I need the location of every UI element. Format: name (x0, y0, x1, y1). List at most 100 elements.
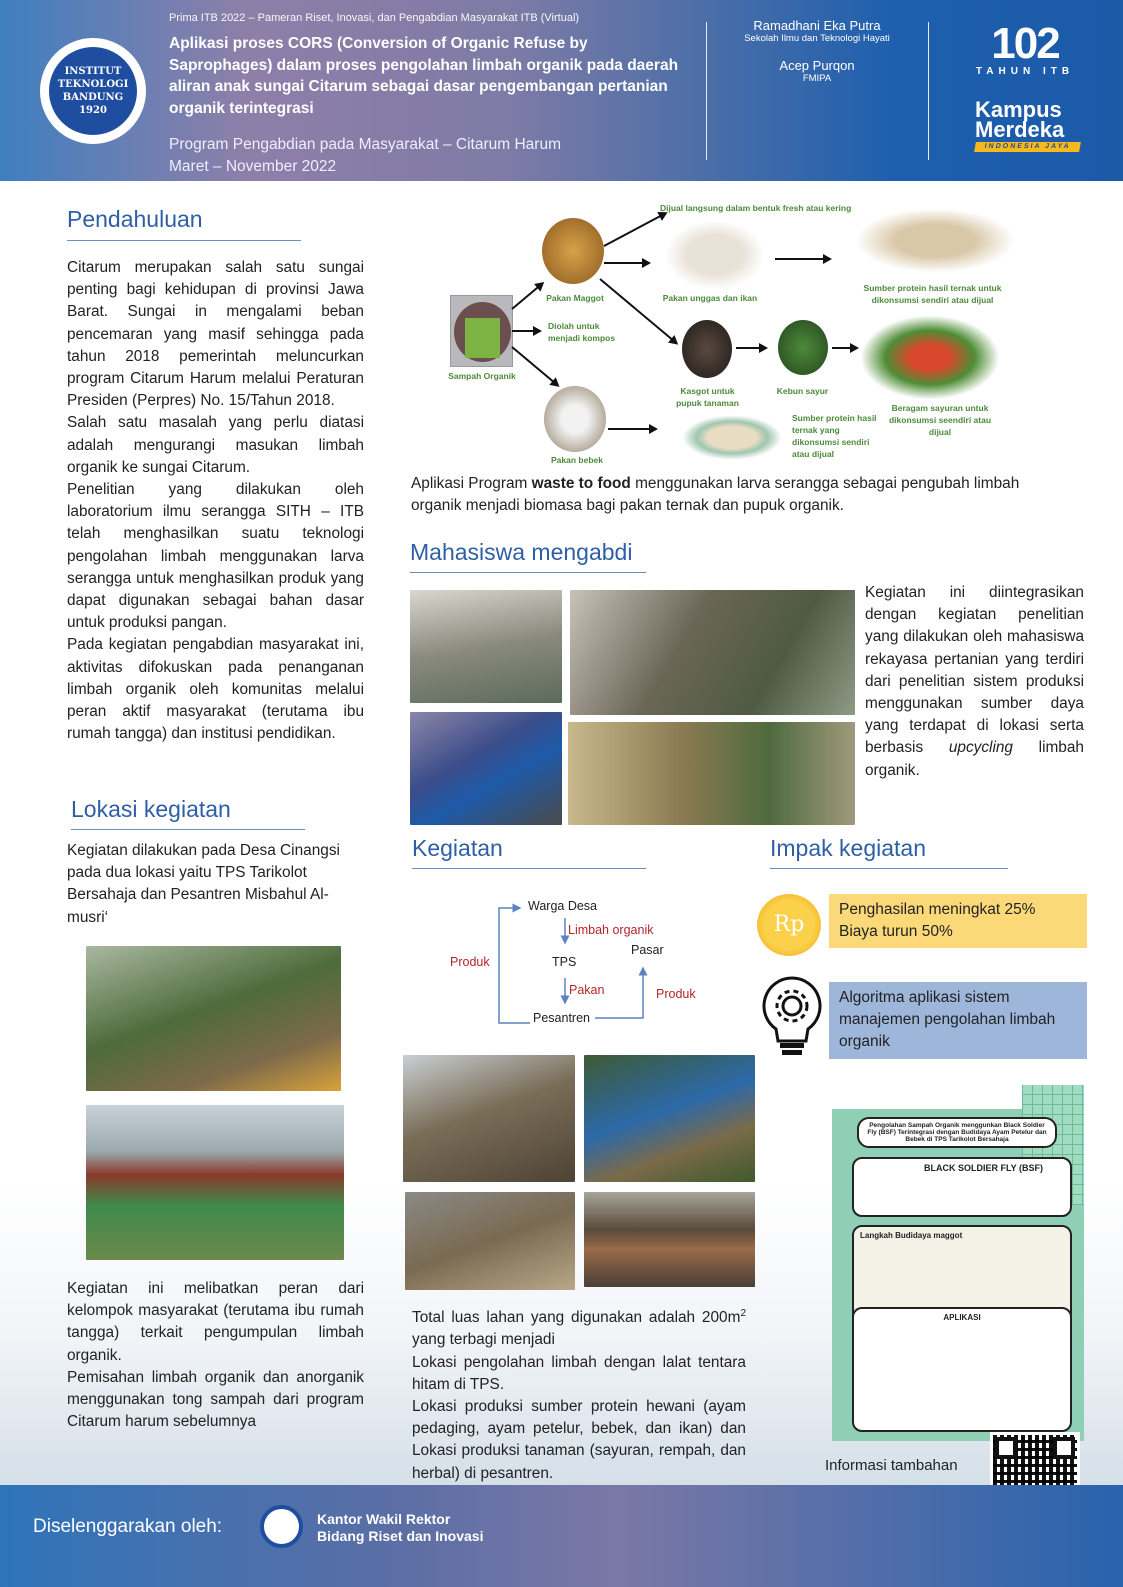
text: limbah organik. (865, 739, 1084, 779)
program-period: Maret – November 2022 (169, 158, 337, 175)
photo-kegiatan-2 (584, 1055, 755, 1182)
arrow (512, 326, 542, 336)
paragraph: Salah satu masalah yang perlu diatasi ad… (67, 414, 364, 476)
author-affiliation: Sekolah Ilmu dan Teknologi Hayati (744, 33, 890, 44)
maggot-image (542, 218, 604, 284)
diagram-caption: Aplikasi Program waste to food menggunak… (411, 473, 1073, 517)
label-kompos: Diolah untuk menjadi kompos (548, 321, 616, 343)
paragraph: Lokasi produksi sumber protein hewani (a… (412, 1397, 746, 1482)
caption-bold: waste to food (531, 475, 631, 492)
itb-logo: INSTITUT TEKNOLOGI BANDUNG 1920 (40, 38, 146, 144)
heading-underline (412, 868, 646, 869)
impak-text: Biaya turun 50% (839, 923, 953, 940)
program-info: Program Pengabdian pada Masyarakat – Cit… (169, 134, 561, 178)
kebun-image (778, 320, 828, 375)
kasgot-image (682, 320, 732, 378)
caption-text: Aplikasi Program (411, 475, 532, 492)
photo-community-group (410, 590, 562, 703)
text: yang terbagi menjadi (412, 1331, 555, 1349)
label-pakan-unggas: Pakan unggas dan ikan (662, 293, 758, 303)
mahasiswa-text: Kegiatan ini diintegrasikan dengan kegia… (865, 582, 1084, 782)
label-kebun: Kebun sayur (776, 386, 829, 396)
logo-line1: Kampus (975, 97, 1062, 122)
photo-tps-visit (86, 946, 341, 1091)
label-pakan-bebek: Pakan bebek (551, 455, 603, 465)
photo-students-discussion (570, 590, 855, 715)
heading-underline (71, 829, 305, 830)
flow-label-produk: Produk (450, 955, 490, 969)
divider (928, 22, 929, 160)
divider (706, 22, 707, 160)
photo-kegiatan-1 (403, 1055, 575, 1182)
waste-to-food-diagram: Sampah Organik Pakan Maggot Diolah untuk… (420, 190, 1020, 465)
paragraph: Kegiatan ini melibatkan peran dari kelom… (67, 1280, 364, 1364)
flow-label-produk: Produk (656, 987, 696, 1001)
text: Total luas lahan yang digunakan adalah 2… (412, 1309, 741, 1327)
label-sampah-organik: Sampah Organik (448, 371, 516, 381)
logo-line2: Merdeka (975, 117, 1065, 142)
arrow (603, 212, 667, 247)
kegiatan-text: Total luas lahan yang digunakan adalah 2… (412, 1303, 746, 1485)
section-heading-pendahuluan: Pendahuluan (67, 206, 203, 232)
arrow (511, 282, 544, 310)
flow-label-limbah: Limbah organik (568, 923, 654, 937)
arrow (736, 343, 768, 353)
poster-title: Aplikasi proses CORS (Conversion of Orga… (169, 35, 679, 117)
unggas-image (665, 220, 765, 290)
heading-underline (410, 572, 646, 573)
mini-poster-bsf-heading: BLACK SOLDIER FLY (BSF) (852, 1157, 1072, 1217)
section-heading-kegiatan: Kegiatan (412, 835, 503, 861)
section-heading-lokasi: Lokasi kegiatan (71, 796, 231, 822)
organizer-line: Bidang Riset dan Inovasi (317, 1528, 484, 1544)
arrow (608, 424, 658, 434)
impak-income-box: Penghasilan meningkat 25%Biaya turun 50% (829, 894, 1087, 948)
sampah-organik-image (450, 295, 513, 367)
photo-pesantren (86, 1105, 344, 1260)
organizer-line: Kantor Wakil Rektor (317, 1511, 451, 1527)
paragraph: Pada kegiatan pengabdian masyarakat ini,… (67, 636, 364, 743)
mini-poster-aplikasi: APLIKASI (852, 1307, 1072, 1432)
flow-node-tps: TPS (552, 955, 577, 969)
protein-bebek-image (682, 415, 782, 460)
photo-bamboo-cage (568, 722, 855, 825)
arrow (604, 258, 651, 268)
coin-rupiah-icon: Rp (757, 894, 821, 956)
lightbulb-gear-icon (762, 976, 822, 1055)
paragraph: Pemisahan limbah organik dan anorganik m… (67, 1368, 364, 1431)
label-protein-bebek: Sumber protein hasil ternak yang dikonsu… (792, 413, 877, 459)
arrow (775, 254, 832, 264)
poster-header: INSTITUT TEKNOLOGI BANDUNG 1920 Prima IT… (0, 0, 1123, 181)
paragraph: Lokasi pengolahan limbah dengan lalat te… (412, 1353, 746, 1393)
itb-logo-text: INSTITUT TEKNOLOGI BANDUNG 1920 (49, 47, 137, 135)
superscript: 2 (740, 1308, 746, 1319)
section-heading-mahasiswa: Mahasiswa mengabdi (410, 539, 633, 565)
mini-poster-title: Pengolahan Sampah Organik menggunkan Bla… (857, 1117, 1057, 1148)
author-name: Ramadhani Eka Putra (753, 18, 881, 33)
flow-label-pakan: Pakan (569, 983, 605, 997)
heading-underline (770, 868, 1008, 869)
photo-kegiatan-4 (584, 1192, 755, 1287)
flow-node-warga-desa: Warga Desa (528, 899, 598, 913)
pendahuluan-text: Citarum merupakan salah satu sungai pent… (67, 257, 364, 745)
flow-arrows (498, 903, 648, 1024)
section-heading-impak: Impak kegiatan (770, 835, 926, 861)
paragraph: Total luas lahan yang digunakan adalah 2… (412, 1303, 746, 1352)
program-name: Program Pengabdian pada Masyarakat – Cit… (169, 136, 561, 153)
text-em: upcycling (948, 739, 1013, 757)
bebek-image (544, 386, 606, 452)
heading-underline (67, 240, 301, 241)
info-label: Informasi tambahan (825, 1457, 958, 1474)
label-kasgot: Kasgot untuk pupuk tanaman (676, 386, 739, 408)
event-name: Prima ITB 2022 – Pameran Riset, Inovasi,… (169, 12, 580, 24)
author-affiliation: FMIPA (802, 73, 832, 84)
footer-label: Diselenggarakan oleh: (33, 1516, 223, 1537)
label-protein-ternak: Sumber protein hasil ternak untuk dikons… (863, 283, 1002, 305)
arrow (832, 343, 859, 353)
paragraph: Penelitian yang dilakukan oleh laborator… (67, 481, 364, 632)
label-pakan-maggot: Pakan Maggot (546, 293, 604, 303)
label-dijual: Dijual langsung dalam bentuk fresh atau … (660, 203, 852, 213)
